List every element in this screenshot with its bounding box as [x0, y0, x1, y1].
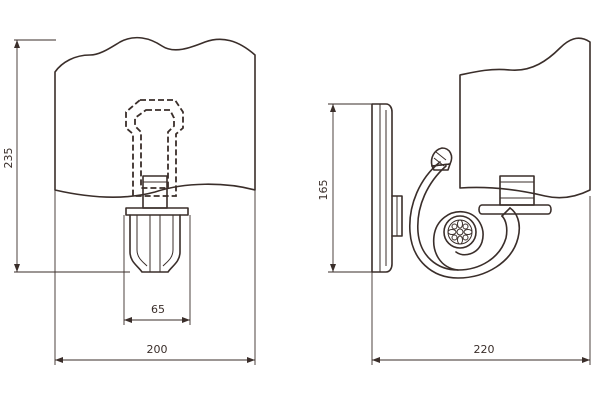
front-wall-plate	[129, 214, 181, 273]
dim-front-width: 200	[54, 190, 256, 365]
dim-side-height-label: 165	[317, 180, 330, 201]
side-view	[371, 37, 591, 279]
front-drip-tray	[125, 207, 189, 216]
front-hidden-candle	[125, 99, 184, 197]
side-scroll-spiral	[432, 211, 484, 271]
side-rosette	[443, 215, 477, 249]
front-hidden-candle-inner	[134, 109, 175, 189]
side-acorn-finial	[430, 147, 453, 171]
dim-side-depth-label: 220	[474, 343, 495, 356]
side-shade	[459, 37, 591, 199]
dim-front-candle-width-label: 65	[151, 303, 165, 316]
side-scroll-arm	[409, 161, 521, 279]
side-wall-plate	[371, 103, 393, 273]
dim-front-height: 235	[2, 39, 130, 273]
side-drip-tray	[478, 204, 552, 215]
front-view	[54, 36, 256, 273]
dim-front-candle-width: 65	[123, 215, 191, 325]
dim-front-height-label: 235	[2, 148, 15, 169]
side-candle-cup	[499, 175, 535, 206]
front-shade	[54, 36, 256, 198]
dim-front-width-label: 200	[147, 343, 168, 356]
dim-side-height: 165	[317, 103, 372, 273]
dim-side-depth: 220	[371, 196, 591, 365]
